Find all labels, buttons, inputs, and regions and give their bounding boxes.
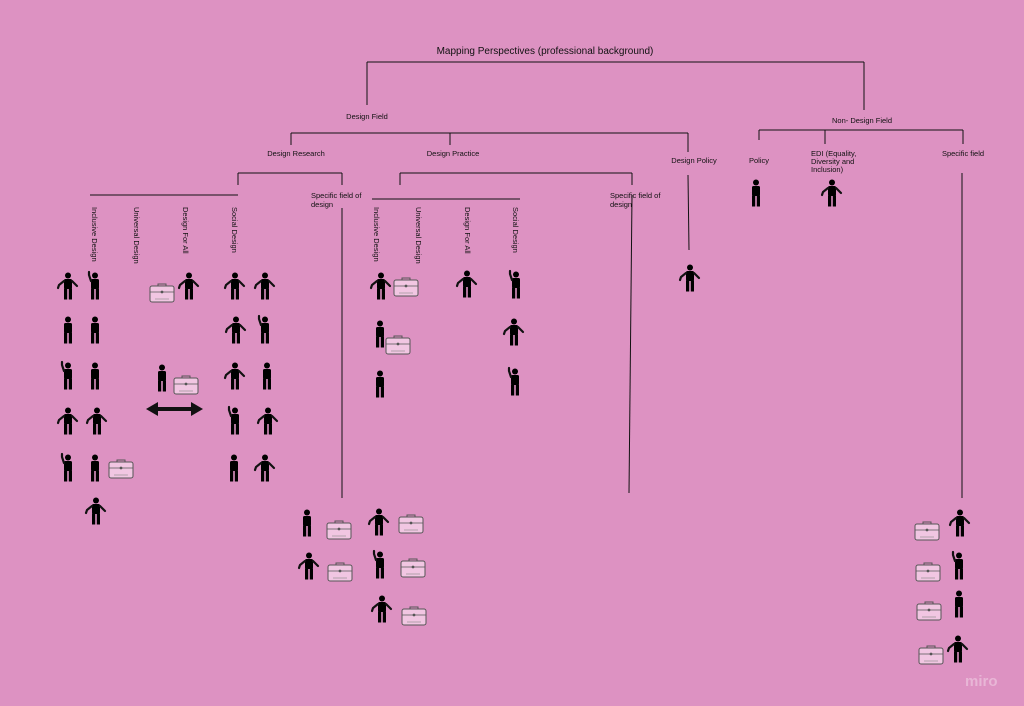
dr-specific-field-label-2: design <box>311 200 333 209</box>
person-icon <box>371 273 390 300</box>
person-icon <box>680 265 699 292</box>
briefcase-icon <box>393 277 419 297</box>
person-icon <box>58 408 77 435</box>
person-icon <box>955 590 963 618</box>
person-icon <box>62 454 72 482</box>
briefcase-icon <box>398 514 424 534</box>
person-icon <box>509 368 519 396</box>
dp-social-design-label: Social Design <box>511 207 520 253</box>
person-icon <box>179 273 198 300</box>
specific-field-label: Specific field <box>942 149 984 158</box>
briefcase-icon <box>149 283 175 303</box>
dp-specific-field-label-2: design <box>610 200 632 209</box>
briefcase-icon <box>915 562 941 582</box>
dr-inclusive-design-label: Inclusive Design <box>90 207 99 262</box>
person-icon <box>372 596 391 623</box>
person-icon <box>87 408 106 435</box>
person-icon <box>62 362 72 390</box>
design-policy-label: Design Policy <box>671 156 717 165</box>
person-icon <box>259 316 269 344</box>
person-icon <box>258 408 277 435</box>
briefcase-icon <box>326 520 352 540</box>
design-practice-specific-group <box>369 509 427 626</box>
design-policy-group <box>680 265 699 292</box>
person-icon <box>225 273 244 300</box>
briefcase-icon <box>914 521 940 541</box>
dp-universal-design-label: Universal Design <box>414 207 423 264</box>
design-research-social-group <box>225 273 277 482</box>
person-icon <box>953 552 963 580</box>
connector-lines <box>90 61 964 498</box>
person-icon <box>504 319 523 346</box>
person-icon <box>263 362 271 390</box>
dp-design-for-all-label: Design For All <box>463 207 472 254</box>
person-icon <box>229 407 239 435</box>
person-icon <box>369 509 388 536</box>
briefcase-icon <box>916 601 942 621</box>
dr-design-for-all-label: Design For All <box>181 207 190 254</box>
person-icon <box>948 636 967 663</box>
edi-group <box>822 180 841 207</box>
miro-watermark: miro <box>965 673 998 690</box>
dr-universal-design-label: Universal Design <box>132 207 141 264</box>
person-icon <box>89 272 99 300</box>
person-icon <box>510 271 520 299</box>
person-icon <box>91 454 99 482</box>
person-icon <box>303 509 311 537</box>
briefcase-icon <box>401 606 427 626</box>
edi-label-line-3: Inclusion) <box>811 165 844 174</box>
person-icon <box>226 317 245 344</box>
design-research-label: Design Research <box>267 149 325 158</box>
briefcase-icon <box>918 645 944 665</box>
briefcase-icon <box>327 562 353 582</box>
person-icon <box>376 320 384 348</box>
person-icon <box>91 316 99 344</box>
dr-social-design-label: Social Design <box>230 207 239 253</box>
design-research-design-for-all-group <box>146 273 203 416</box>
person-icon <box>374 551 384 579</box>
person-icon <box>950 510 969 537</box>
person-icon <box>58 273 77 300</box>
non-design-field-label: Non- Design Field <box>832 116 892 125</box>
person-icon <box>64 316 72 344</box>
briefcase-icon <box>173 375 199 395</box>
design-practice-label: Design Practice <box>427 149 480 158</box>
dp-inclusive-design-label: Inclusive Design <box>372 207 381 262</box>
person-icon <box>86 498 105 525</box>
person-icon <box>752 179 760 207</box>
design-practice-inclusive-group <box>371 273 419 398</box>
briefcase-icon <box>385 335 411 355</box>
edi-label-line-1: EDI (Equality, <box>811 149 856 158</box>
edi-label-line-2: Diversity and <box>811 157 854 166</box>
person-icon <box>225 363 244 390</box>
dp-specific-field-label-1: Specific field of <box>610 191 661 200</box>
person-icon <box>91 362 99 390</box>
person-icon <box>158 364 166 392</box>
person-icon <box>822 180 841 207</box>
policy-label: Policy <box>749 156 769 165</box>
person-icon <box>230 454 238 482</box>
page-title: Mapping Perspectives (professional backg… <box>437 46 654 57</box>
design-research-specific-group <box>299 509 353 582</box>
briefcase-icon <box>400 558 426 578</box>
person-icon <box>255 273 274 300</box>
design-practice-design-for-all-group <box>457 271 476 298</box>
design-practice-social-group <box>504 271 523 396</box>
policy-group <box>752 179 760 207</box>
design-field-label: Design Field <box>346 112 388 121</box>
person-icon <box>376 370 384 398</box>
dr-specific-field-label-1: Specific field of <box>311 191 362 200</box>
person-icon <box>299 553 318 580</box>
briefcase-icon <box>108 459 134 479</box>
double-arrow-icon <box>146 402 203 416</box>
design-research-inclusive-group <box>58 272 134 525</box>
specific-field-group <box>914 510 969 665</box>
person-icon <box>255 455 274 482</box>
person-icon <box>457 271 476 298</box>
